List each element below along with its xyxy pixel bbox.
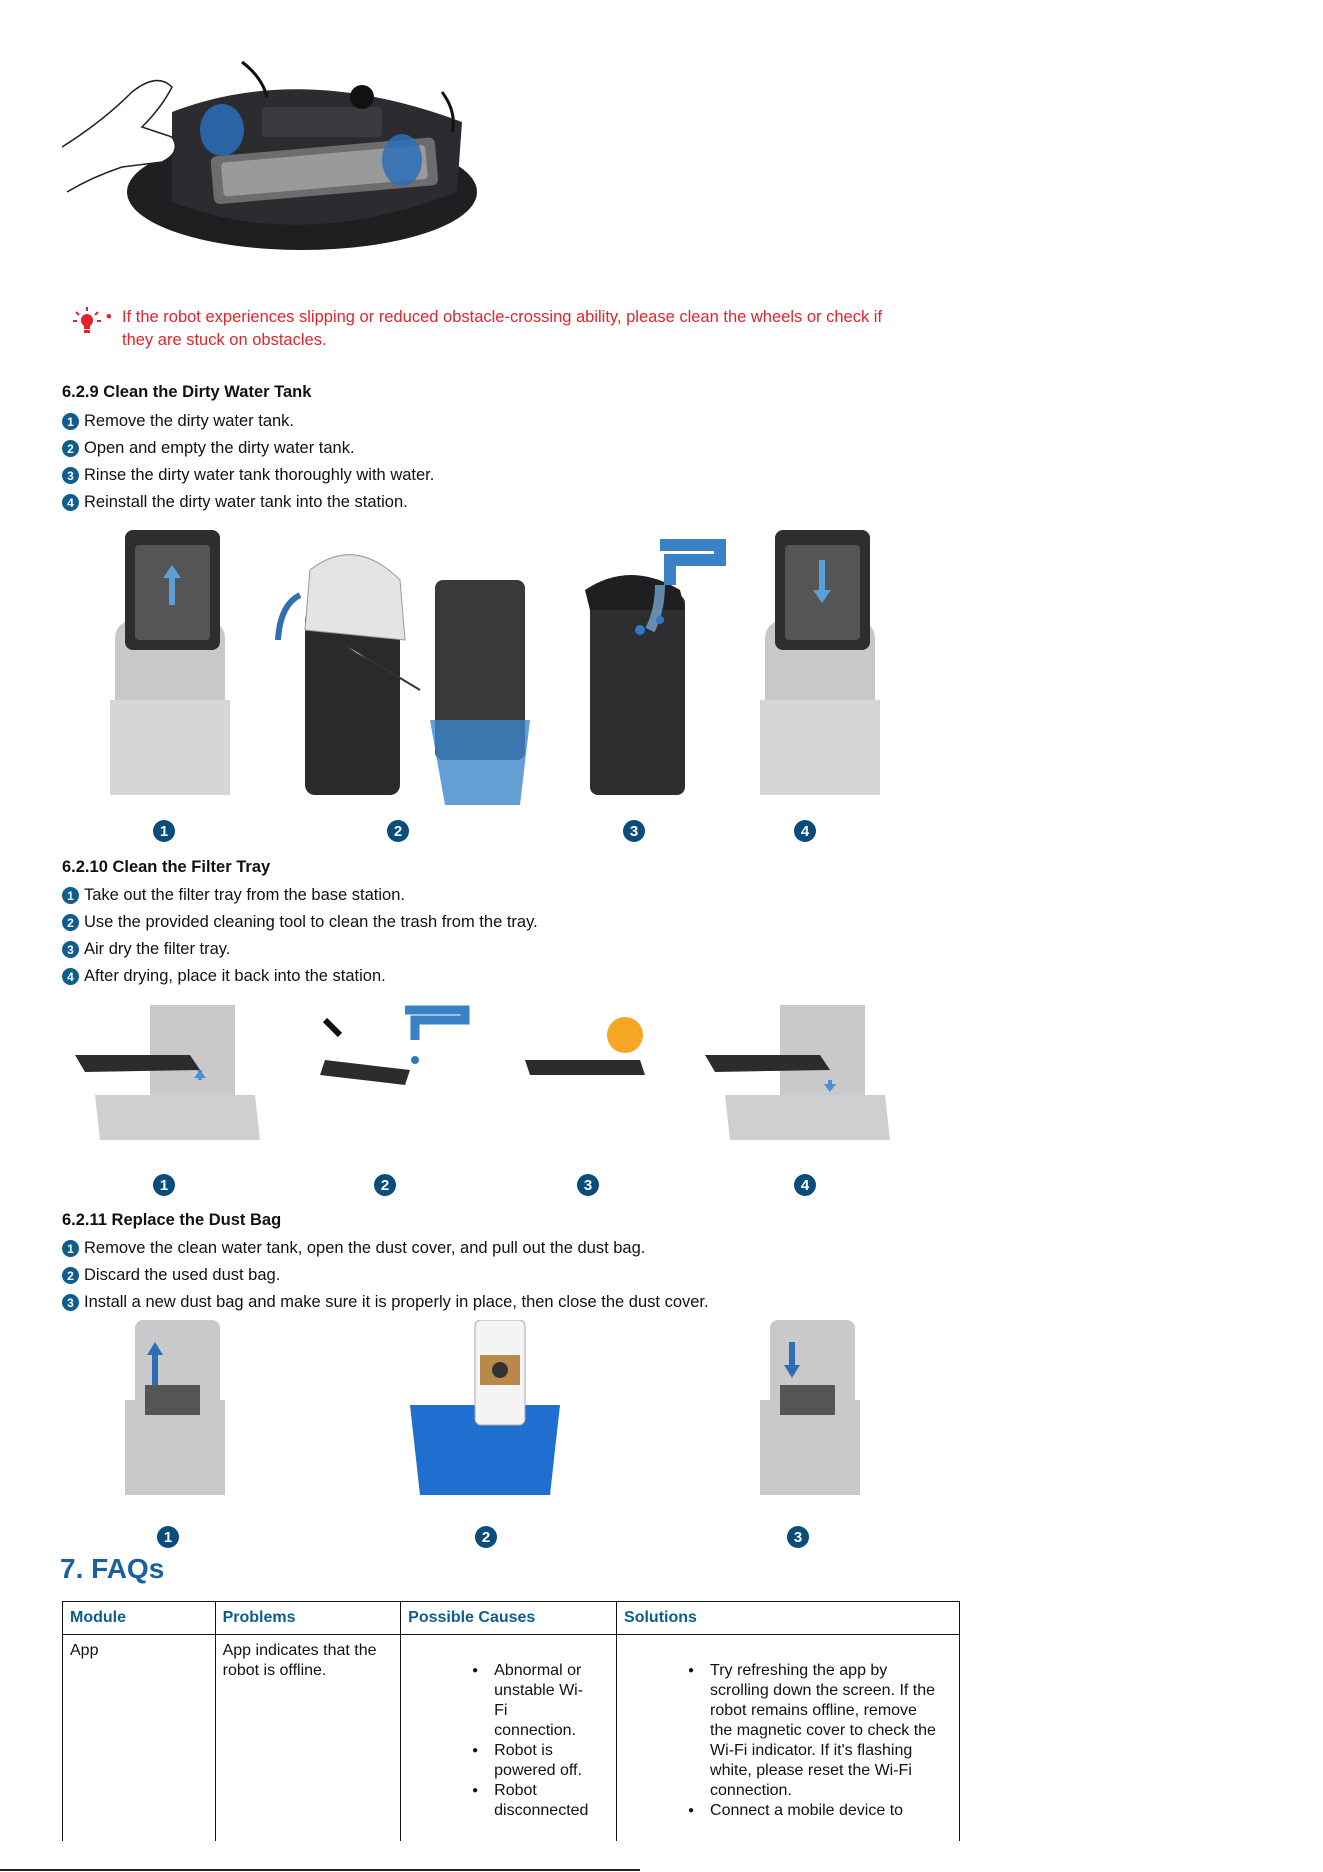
figure-number: 2 [475,1526,497,1548]
figure-number: 3 [623,820,645,842]
dirty-water-tank-illustration [110,530,880,805]
page-bottom-rule [0,1869,640,1871]
tip-line-2: they are stuck on obstacles. [122,331,327,349]
figure-number: 1 [157,1526,179,1548]
figure-number: 2 [374,1174,396,1196]
causes-cell: Abnormal or unstable Wi-Fi connection. R… [400,1634,618,1841]
table-header-row: Module Problems Possible Causes Solution… [62,1601,960,1635]
figure-number: 1 [153,820,175,842]
column-header: Module [62,1601,216,1635]
robot-mop-illustration [62,60,477,250]
module-cell: App [62,1634,216,1841]
section-6-2-10-title: 6.2.10 Clean the Filter Tray [62,858,271,876]
list-item: Connect a mobile device to [688,1801,940,1821]
list-item: Abnormal or unstable Wi-Fi connection. [472,1661,589,1741]
list-item: Robot is powered off. [472,1741,589,1781]
section-6-2-9-title: 6.2.9 Clean the Dirty Water Tank [62,383,312,401]
figure-number: 2 [387,820,409,842]
list-item: Robot disconnected [472,1781,589,1821]
figure-number: 1 [153,1174,175,1196]
faq-table: Module Problems Possible Causes Solution… [62,1601,960,1841]
tip-line-1: If the robot experiences slipping or red… [122,308,883,326]
dust-bag-illustration [125,1320,860,1495]
figure-number: 3 [787,1526,809,1548]
faqs-heading: 7. FAQs [60,1553,165,1584]
solutions-cell: Try refreshing the app by scrolling down… [616,1634,960,1841]
column-header: Possible Causes [400,1601,618,1635]
column-header: Solutions [616,1601,960,1635]
table-row: App App indicates that the robot is offl… [62,1634,960,1841]
figure-number: 4 [794,1174,816,1196]
list-item: Try refreshing the app by scrolling down… [688,1661,940,1801]
lightbulb-icon [73,307,101,333]
column-header: Problems [214,1601,402,1635]
figure-number: 4 [794,820,816,842]
problem-cell: App indicates that the robot is offline. [214,1634,402,1841]
figure-number: 3 [577,1174,599,1196]
filter-tray-illustration [75,1005,890,1140]
section-6-2-11-title: 6.2.11 Replace the Dust Bag [62,1211,282,1229]
